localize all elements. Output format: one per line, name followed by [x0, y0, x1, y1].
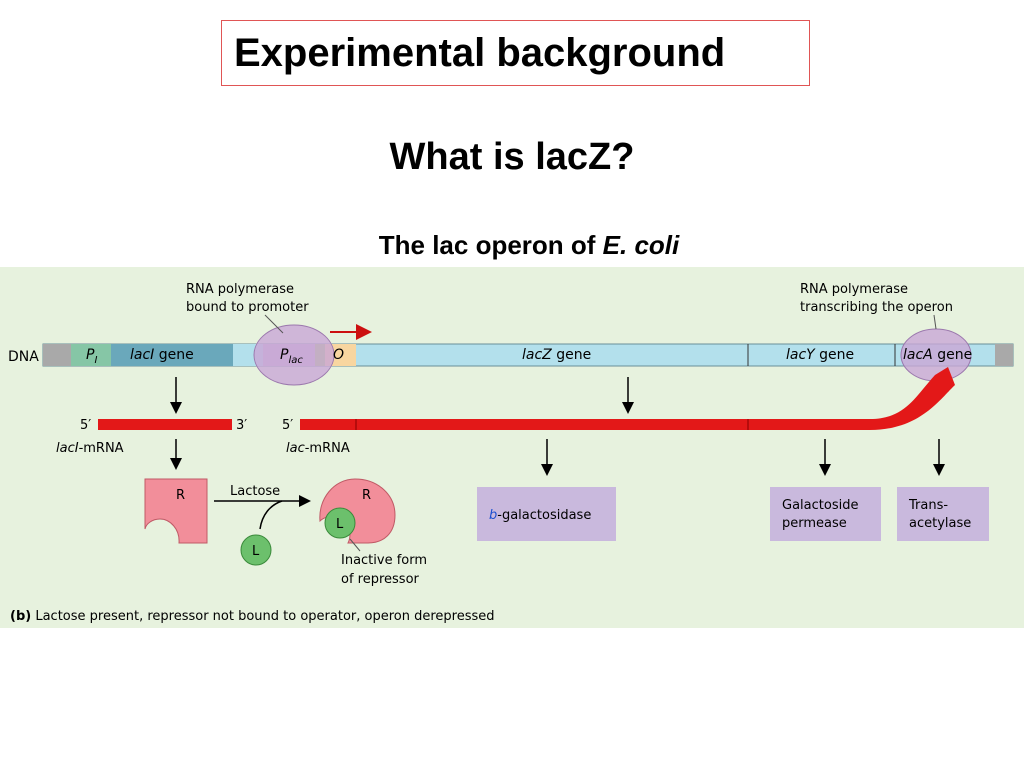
rnap-promoter-leader [264, 314, 284, 334]
lac-mrna [300, 367, 955, 430]
transacetylase-line1: Trans- [908, 498, 948, 513]
lac-operon-figure: DNA PI lacI gene Plac O lacZ gene lacY g… [0, 267, 1024, 628]
rnap-promoter-line1: RNA polymerase [186, 282, 294, 297]
laci-gene-label: lacI gene [130, 347, 194, 363]
operator-label: O [333, 347, 344, 363]
lac-mrna-5prime: 5′ [282, 418, 293, 433]
transacetylase-box [897, 487, 989, 541]
lactose-molecule-label: L [252, 544, 260, 559]
caption-italic: E. coli [602, 230, 680, 260]
inactive-leader [349, 538, 361, 552]
slide-subtitle: What is lacZ? [389, 136, 635, 178]
pi-label: PI [86, 347, 97, 366]
laca-gene-label: lacA gene [903, 347, 972, 363]
bound-lactose-molecule [324, 507, 356, 539]
lactose-label: Lactose [230, 484, 280, 499]
plac-label: Plac [280, 347, 303, 366]
laci-mrna-5prime: 5′ [80, 418, 91, 433]
inactive-form-line1: Inactive form [341, 553, 427, 568]
lacz-gene-label: lacZ gene [522, 347, 591, 363]
dna-grey-segment-right [995, 344, 1013, 366]
rnap-operon-line2: transcribing the operon [800, 300, 953, 315]
inactive-form-line2: of repressor [341, 572, 420, 587]
lac-mrna-label: lac-mRNA [286, 441, 350, 456]
figure-caption-heading: The lac operon of E. coli [0, 230, 1024, 261]
permease-line1: Galactoside [782, 498, 858, 513]
pi-segment [71, 344, 111, 366]
laci-segment [111, 344, 233, 366]
inactive-repressor-label: R [362, 488, 371, 503]
panel-caption: (b) Lactose present, repressor not bound… [10, 609, 495, 624]
active-repressor [144, 478, 208, 544]
repressor-label: R [176, 488, 185, 503]
rna-polymerase-promoter [253, 324, 335, 386]
transacetylase-line2: acetylase [909, 516, 971, 531]
dna-grey-segment-left [43, 344, 71, 366]
slide-title: Experimental background [234, 30, 726, 75]
laci-mrna [98, 419, 232, 430]
bound-lactose-label: L [336, 517, 344, 532]
lactose-curve [259, 500, 283, 530]
rnap-operon-line1: RNA polymerase [800, 282, 908, 297]
rnap-operon-leader [933, 314, 937, 330]
beta-galactosidase-box [477, 487, 616, 541]
dna-label: DNA [8, 349, 39, 365]
caption-prefix: The lac operon of [378, 230, 603, 260]
rnap-promoter-line2: bound to promoter [186, 300, 309, 315]
slide-title-box: Experimental background [221, 20, 810, 86]
lacy-gene-label: lacY gene [786, 347, 854, 363]
permease-line2: permease [782, 516, 847, 531]
lac-operon-diagram: DNA PI lacI gene Plac O lacZ gene lacY g… [8, 282, 1014, 624]
galactoside-permease-box [770, 487, 881, 541]
beta-galactosidase-label: b-galactosidase [489, 508, 591, 523]
laci-mrna-label: lacI-mRNA [56, 441, 124, 456]
lactose-molecule [240, 534, 272, 566]
laci-mrna-3prime: 3′ [236, 418, 247, 433]
